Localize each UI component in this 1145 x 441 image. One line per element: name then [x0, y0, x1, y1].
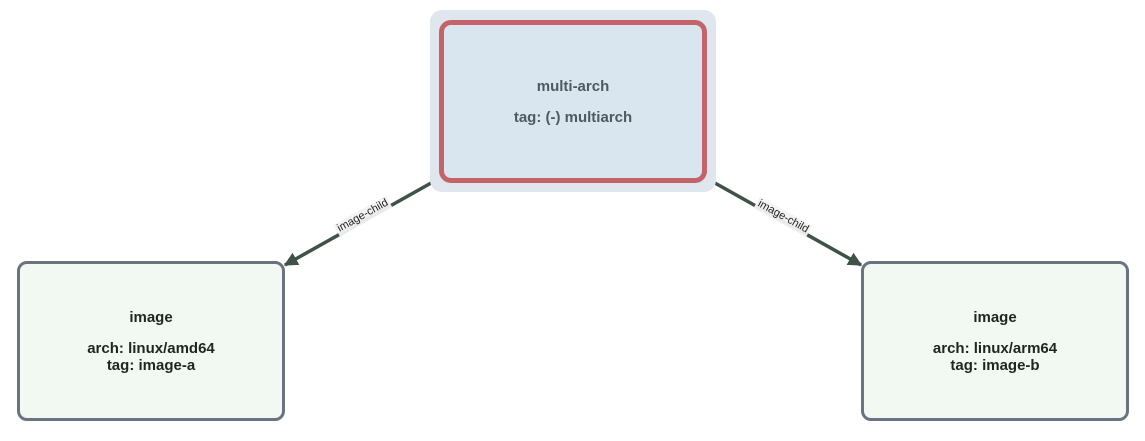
node-image-a[interactable]: image arch: linux/amd64 tag: image-a: [17, 261, 285, 421]
node-multi-arch[interactable]: multi-arch tag: (-) multiarch: [439, 20, 707, 183]
node-multi-arch-tag: tag: (-) multiarch: [513, 108, 633, 126]
node-image-b[interactable]: image arch: linux/arm64 tag: image-b: [861, 261, 1129, 421]
node-image-b-title: image: [973, 308, 1017, 326]
node-image-b-tag: tag: image-b: [950, 356, 1040, 374]
node-image-a-title: image: [129, 308, 173, 326]
node-image-a-arch: arch: linux/amd64: [87, 339, 215, 357]
node-image-a-tag: tag: image-a: [106, 356, 196, 374]
node-image-b-arch: arch: linux/arm64: [932, 339, 1058, 357]
node-multi-arch-title: multi-arch: [536, 77, 610, 95]
